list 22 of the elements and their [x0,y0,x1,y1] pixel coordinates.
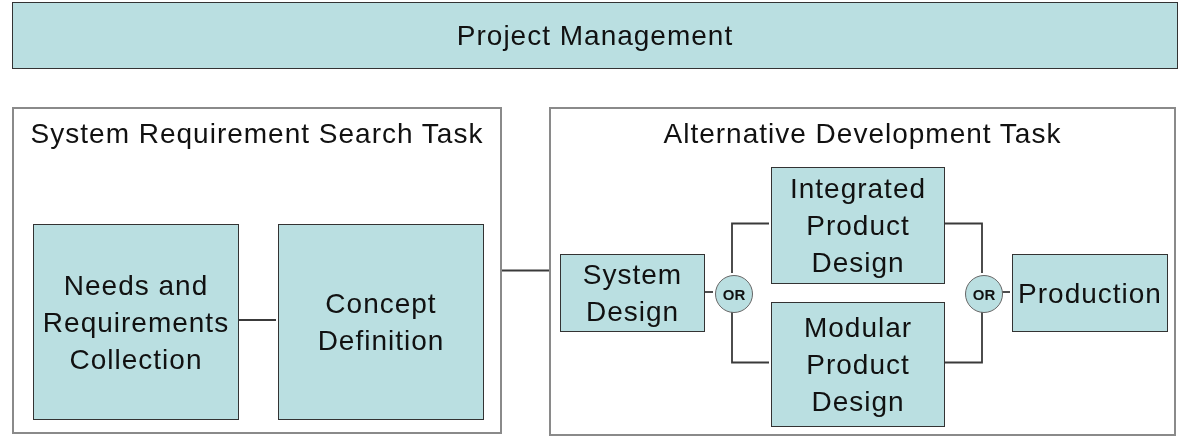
box-label: Project Management [456,19,734,52]
process-box [771,167,945,284]
process-box [771,302,945,427]
process-box [1012,254,1168,332]
connector-line [501,269,550,272]
process-box [33,224,239,420]
box-label: Needs and Requirements Collection [41,268,231,377]
process-box [560,254,705,332]
task-group-frame [549,107,1176,436]
gate-label: OR [972,286,996,302]
group-title: System Requirement Search Task [29,117,485,151]
box-label: Concept Definition [316,287,446,358]
box-label: System Design [581,258,684,329]
gate-label: OR [722,286,746,302]
header-bar [12,2,1178,69]
task-group-frame [12,107,502,434]
connector-line [731,222,770,274]
box-label: Integrated Product Design [788,172,928,280]
process-box [278,224,484,420]
group-title: Alternative Development Task [662,117,1063,151]
box-label: Modular Product Design [802,311,914,419]
box-label: Production [1018,276,1162,311]
